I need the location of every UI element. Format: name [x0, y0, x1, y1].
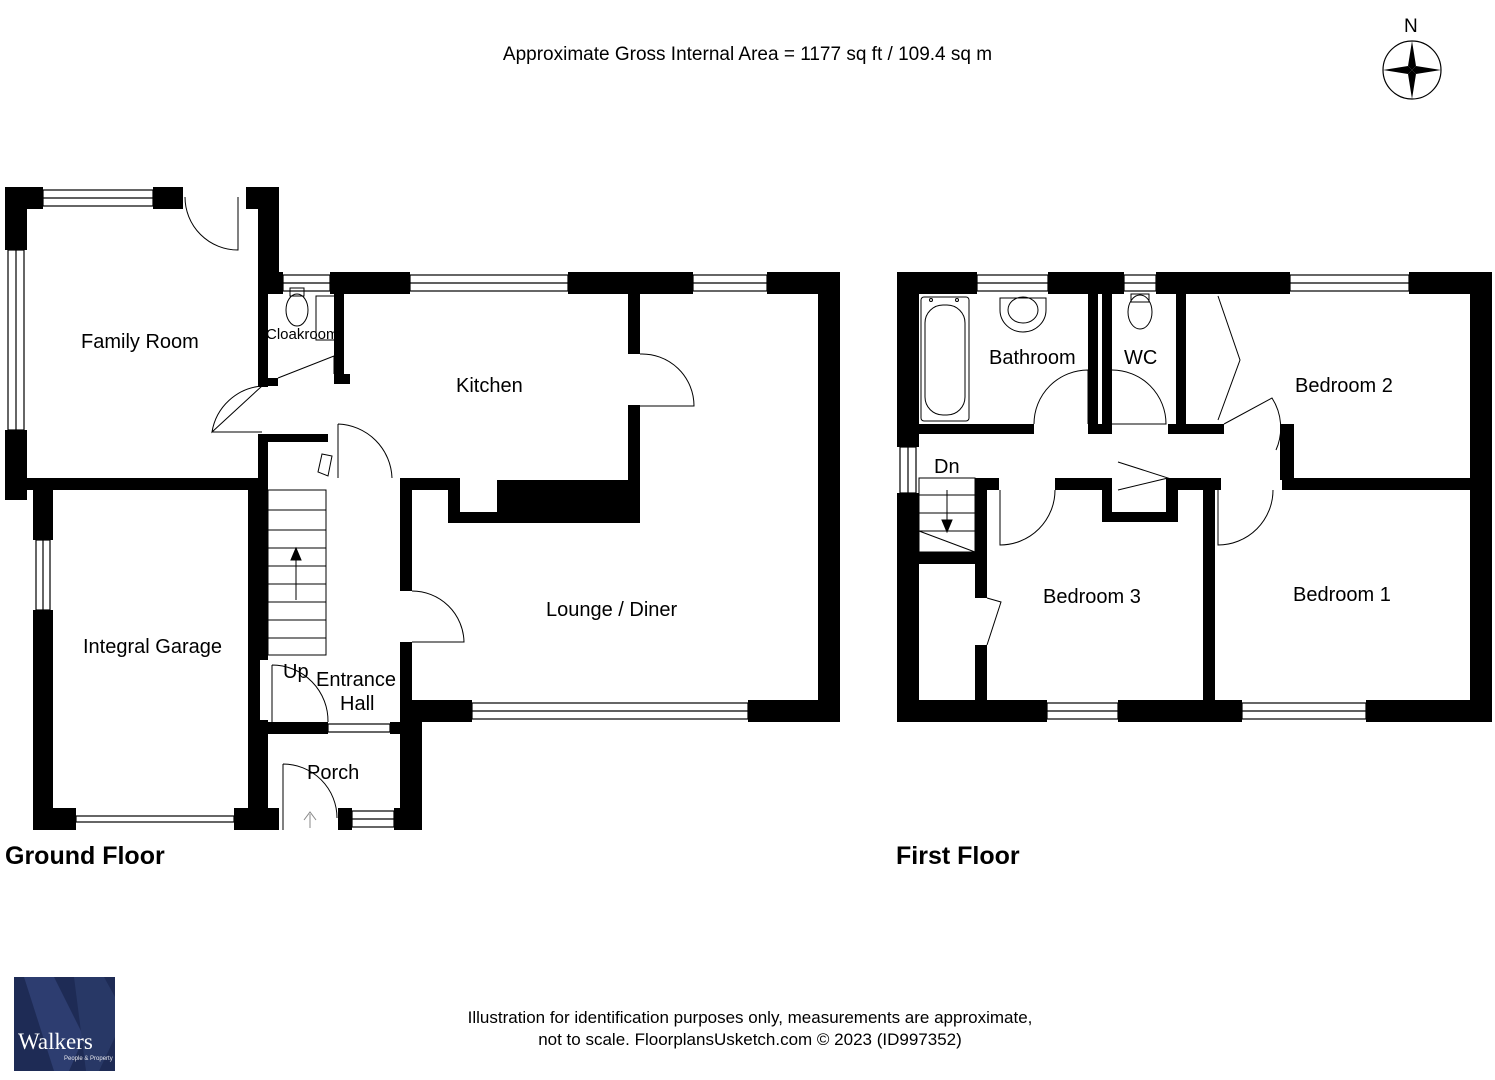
cloakroom-label: Cloakroom: [266, 326, 339, 343]
first-floor-title: First Floor: [896, 842, 1020, 870]
bedroom-1-label: Bedroom 1: [1293, 584, 1391, 606]
walkers-logo: Walkers People & Property: [14, 977, 115, 1071]
ground-floor-title: Ground Floor: [5, 842, 165, 870]
bedroom-3-label: Bedroom 3: [1043, 586, 1141, 608]
stairs-down-label: Dn: [934, 456, 960, 478]
first-floor-windows: [899, 274, 1410, 720]
logo-wordmark: Walkers: [18, 1029, 93, 1054]
porch-label: Porch: [307, 762, 360, 784]
family-room-label: Family Room: [81, 331, 199, 353]
area-summary: Approximate Gross Internal Area = 1177 s…: [502, 44, 993, 65]
stairs-up-label: Up: [283, 661, 309, 683]
logo-mark-icon: [24, 977, 115, 1071]
lounge-diner-label: Lounge / Diner: [546, 599, 678, 621]
ground-floor-windows: [7, 189, 768, 828]
ground-floor-doors: [184, 196, 695, 830]
bedroom-2-label: Bedroom 2: [1295, 375, 1393, 397]
entrance-hall-label-line1: Entrance: [316, 669, 397, 691]
ground-floor-stairs: [267, 489, 327, 656]
integral-garage-label: Integral Garage: [83, 636, 222, 658]
compass: N: [1380, 16, 1444, 102]
ground-floor-walls: [5, 187, 840, 830]
kitchen-label: Kitchen: [456, 375, 523, 397]
logo-tagline: People & Property: [64, 1056, 113, 1062]
disclaimer-line-1: Illustration for identification purposes…: [467, 1008, 1033, 1027]
disclaimer: Illustration for identification purposes…: [380, 1007, 1120, 1051]
entrance-hall-label-line2: Hall: [340, 693, 375, 715]
bathroom-label: Bathroom: [989, 347, 1076, 369]
compass-rose-icon: [1382, 40, 1442, 100]
compass-north-label: N: [1404, 16, 1418, 37]
disclaimer-line-2: not to scale. FloorplansUsketch.com © 20…: [538, 1030, 962, 1049]
first-floor-walls: [897, 272, 1492, 722]
first-floor-fixtures: [918, 293, 1282, 646]
wc-label: WC: [1124, 347, 1158, 369]
